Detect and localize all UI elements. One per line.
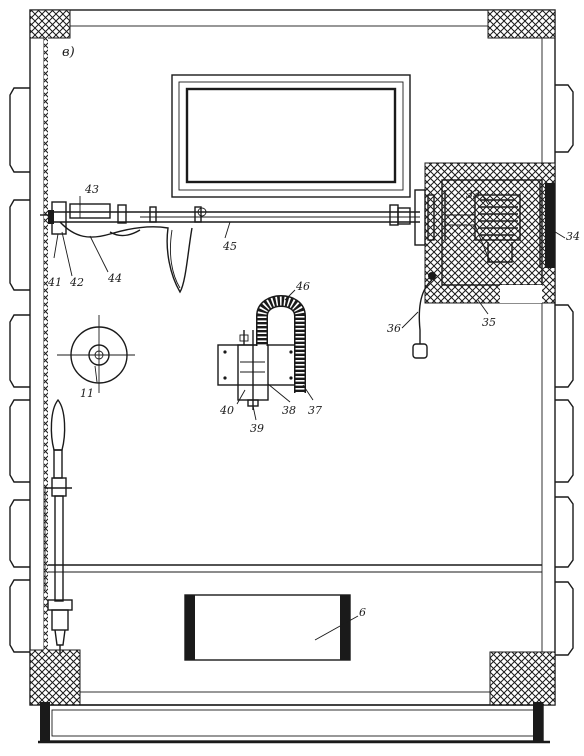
left-side-profile bbox=[9, 87, 30, 653]
callout-37: 37 bbox=[308, 404, 322, 417]
callout-33: 33 bbox=[466, 188, 480, 201]
callout-43: 43 bbox=[84, 183, 99, 196]
reel bbox=[57, 315, 135, 393]
callout-11: 11 bbox=[80, 387, 94, 400]
corner-insulation bbox=[29, 9, 556, 706]
viewing-window bbox=[171, 74, 411, 198]
callout-45: 45 bbox=[222, 240, 237, 253]
burner-housing bbox=[412, 162, 556, 359]
callout-40: 40 bbox=[219, 404, 234, 417]
callout-36: 36 bbox=[387, 322, 401, 335]
panel-label: в) bbox=[62, 45, 75, 60]
callout-42: 42 bbox=[69, 276, 84, 289]
callout-6: 6 bbox=[359, 606, 366, 619]
rod-assembly bbox=[40, 201, 420, 294]
callout-41: 41 bbox=[47, 276, 62, 289]
callout-34: 34 bbox=[566, 230, 580, 243]
callout-44: 44 bbox=[107, 272, 122, 285]
leader-lines bbox=[61, 191, 566, 421]
callout-46: 46 bbox=[295, 280, 310, 293]
lower-compartment bbox=[48, 564, 542, 661]
coil-assembly bbox=[217, 295, 306, 410]
torch-tool bbox=[44, 398, 73, 655]
cabinet-base bbox=[38, 702, 550, 744]
right-side-profile bbox=[555, 84, 574, 656]
callout-35: 35 bbox=[482, 316, 496, 329]
callout-38: 38 bbox=[282, 404, 296, 417]
callout-39: 39 bbox=[250, 422, 264, 435]
